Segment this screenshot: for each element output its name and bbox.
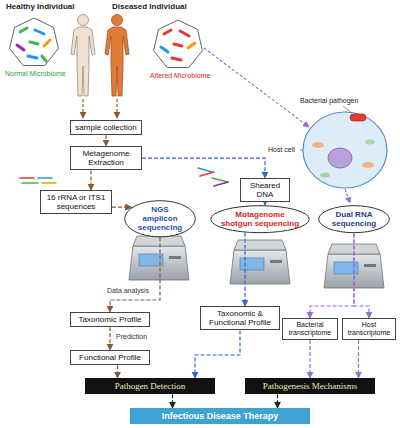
node-text: Taxonomic Profile bbox=[74, 315, 146, 324]
process-box: Metagenome Extraction bbox=[70, 146, 142, 170]
node-text: Infectious Disease Therapy bbox=[133, 411, 307, 421]
outcome-bar: Pathogenesis Mechanisms bbox=[245, 378, 375, 394]
node-text: 16 rRNA or ITS1 sequences bbox=[44, 193, 108, 211]
flow-arrow bbox=[277, 394, 278, 408]
edge-label: Data analysis bbox=[106, 287, 150, 295]
node-text: Taxonomic & Functional Profile bbox=[204, 309, 276, 327]
flow-arrow bbox=[244, 233, 245, 306]
node-text: Functional Profile bbox=[74, 353, 146, 362]
flow-arrow bbox=[264, 202, 265, 205]
person-label: Healthy Individual bbox=[6, 3, 74, 12]
collection-arrow bbox=[116, 99, 117, 118]
flow-arrow bbox=[142, 158, 265, 178]
flow-arrow bbox=[310, 233, 354, 318]
flow-arrow bbox=[172, 394, 173, 408]
result-box: Host transcriptome bbox=[342, 318, 396, 340]
node-text: sample collection bbox=[74, 123, 138, 132]
flow-arrow bbox=[358, 340, 359, 378]
node-text: Dual RNA sequencing bbox=[328, 210, 380, 228]
process-box: 16 rRNA or ITS1 sequences bbox=[40, 190, 112, 214]
result-box: Taxonomic & Functional Profile bbox=[200, 306, 280, 330]
edge-label: Prediction bbox=[115, 333, 148, 341]
bacterial-pathogen bbox=[350, 114, 366, 121]
node-text: Pathogen Detection bbox=[88, 381, 212, 391]
person-label: Diseased Individual bbox=[112, 3, 187, 12]
sequencer bbox=[129, 236, 189, 280]
host-cell bbox=[303, 112, 387, 188]
method-ellipse: NGS amplicon sequencing bbox=[124, 200, 196, 238]
node-text: NGS amplicon sequencing bbox=[134, 205, 186, 233]
microbiome-label: Normal Microbiome bbox=[5, 70, 66, 78]
result-box: Functional Profile bbox=[70, 350, 150, 365]
ellipse-shape bbox=[211, 206, 310, 233]
node-text: Sheared DNA bbox=[244, 181, 286, 199]
sequence-fragments bbox=[20, 168, 228, 186]
flow-arrow bbox=[112, 207, 132, 208]
result-box: Taxonomic Profile bbox=[70, 312, 150, 327]
part-label: Bacterial pathogen bbox=[300, 97, 358, 105]
node-text: Bacterial transcriptome bbox=[286, 321, 334, 337]
sequencing-arrow bbox=[345, 189, 350, 203]
normal-microbiome bbox=[10, 18, 59, 66]
diseased-figure bbox=[105, 15, 129, 97]
microbiome-label: Altered Microbiome bbox=[150, 72, 210, 80]
sequencer bbox=[230, 240, 290, 284]
process-box: sample collection bbox=[70, 120, 142, 135]
result-box: Bacterial transcriptome bbox=[282, 318, 338, 340]
flow-arrow bbox=[354, 233, 369, 318]
method-ellipse: Dual RNA sequencing bbox=[318, 205, 390, 233]
altered-microbiome bbox=[154, 20, 203, 68]
flow-arrow bbox=[110, 238, 160, 312]
flow-arrow bbox=[105, 135, 106, 146]
leader-line bbox=[300, 150, 303, 151]
ellipse-shape bbox=[319, 206, 390, 233]
infection-arrow bbox=[204, 48, 309, 127]
node-text: Pathogenesis Mechanisms bbox=[248, 381, 372, 391]
flow-arrow bbox=[90, 170, 91, 190]
flow-arrow bbox=[117, 365, 118, 378]
ellipse-shape bbox=[125, 201, 196, 237]
method-ellipse: Motagenome shotgun sequencing bbox=[210, 205, 310, 233]
healthy-figure bbox=[71, 15, 95, 97]
flow-arrow bbox=[109, 327, 110, 350]
node-text: Metagenome Extraction bbox=[74, 149, 138, 167]
node-text: Motagenome shotgun sequencing bbox=[220, 210, 300, 228]
flow-arrow bbox=[309, 340, 310, 378]
therapy-box: Infectious Disease Therapy bbox=[130, 408, 310, 424]
node-text: Host transcriptome bbox=[346, 321, 392, 337]
leader-line bbox=[343, 106, 352, 113]
outcome-bar: Pathogen Detection bbox=[85, 378, 215, 394]
collection-arrow bbox=[82, 99, 83, 118]
process-box: Sheared DNA bbox=[240, 178, 290, 202]
part-label: Host cell bbox=[268, 146, 295, 154]
flow-arrow bbox=[195, 330, 240, 378]
